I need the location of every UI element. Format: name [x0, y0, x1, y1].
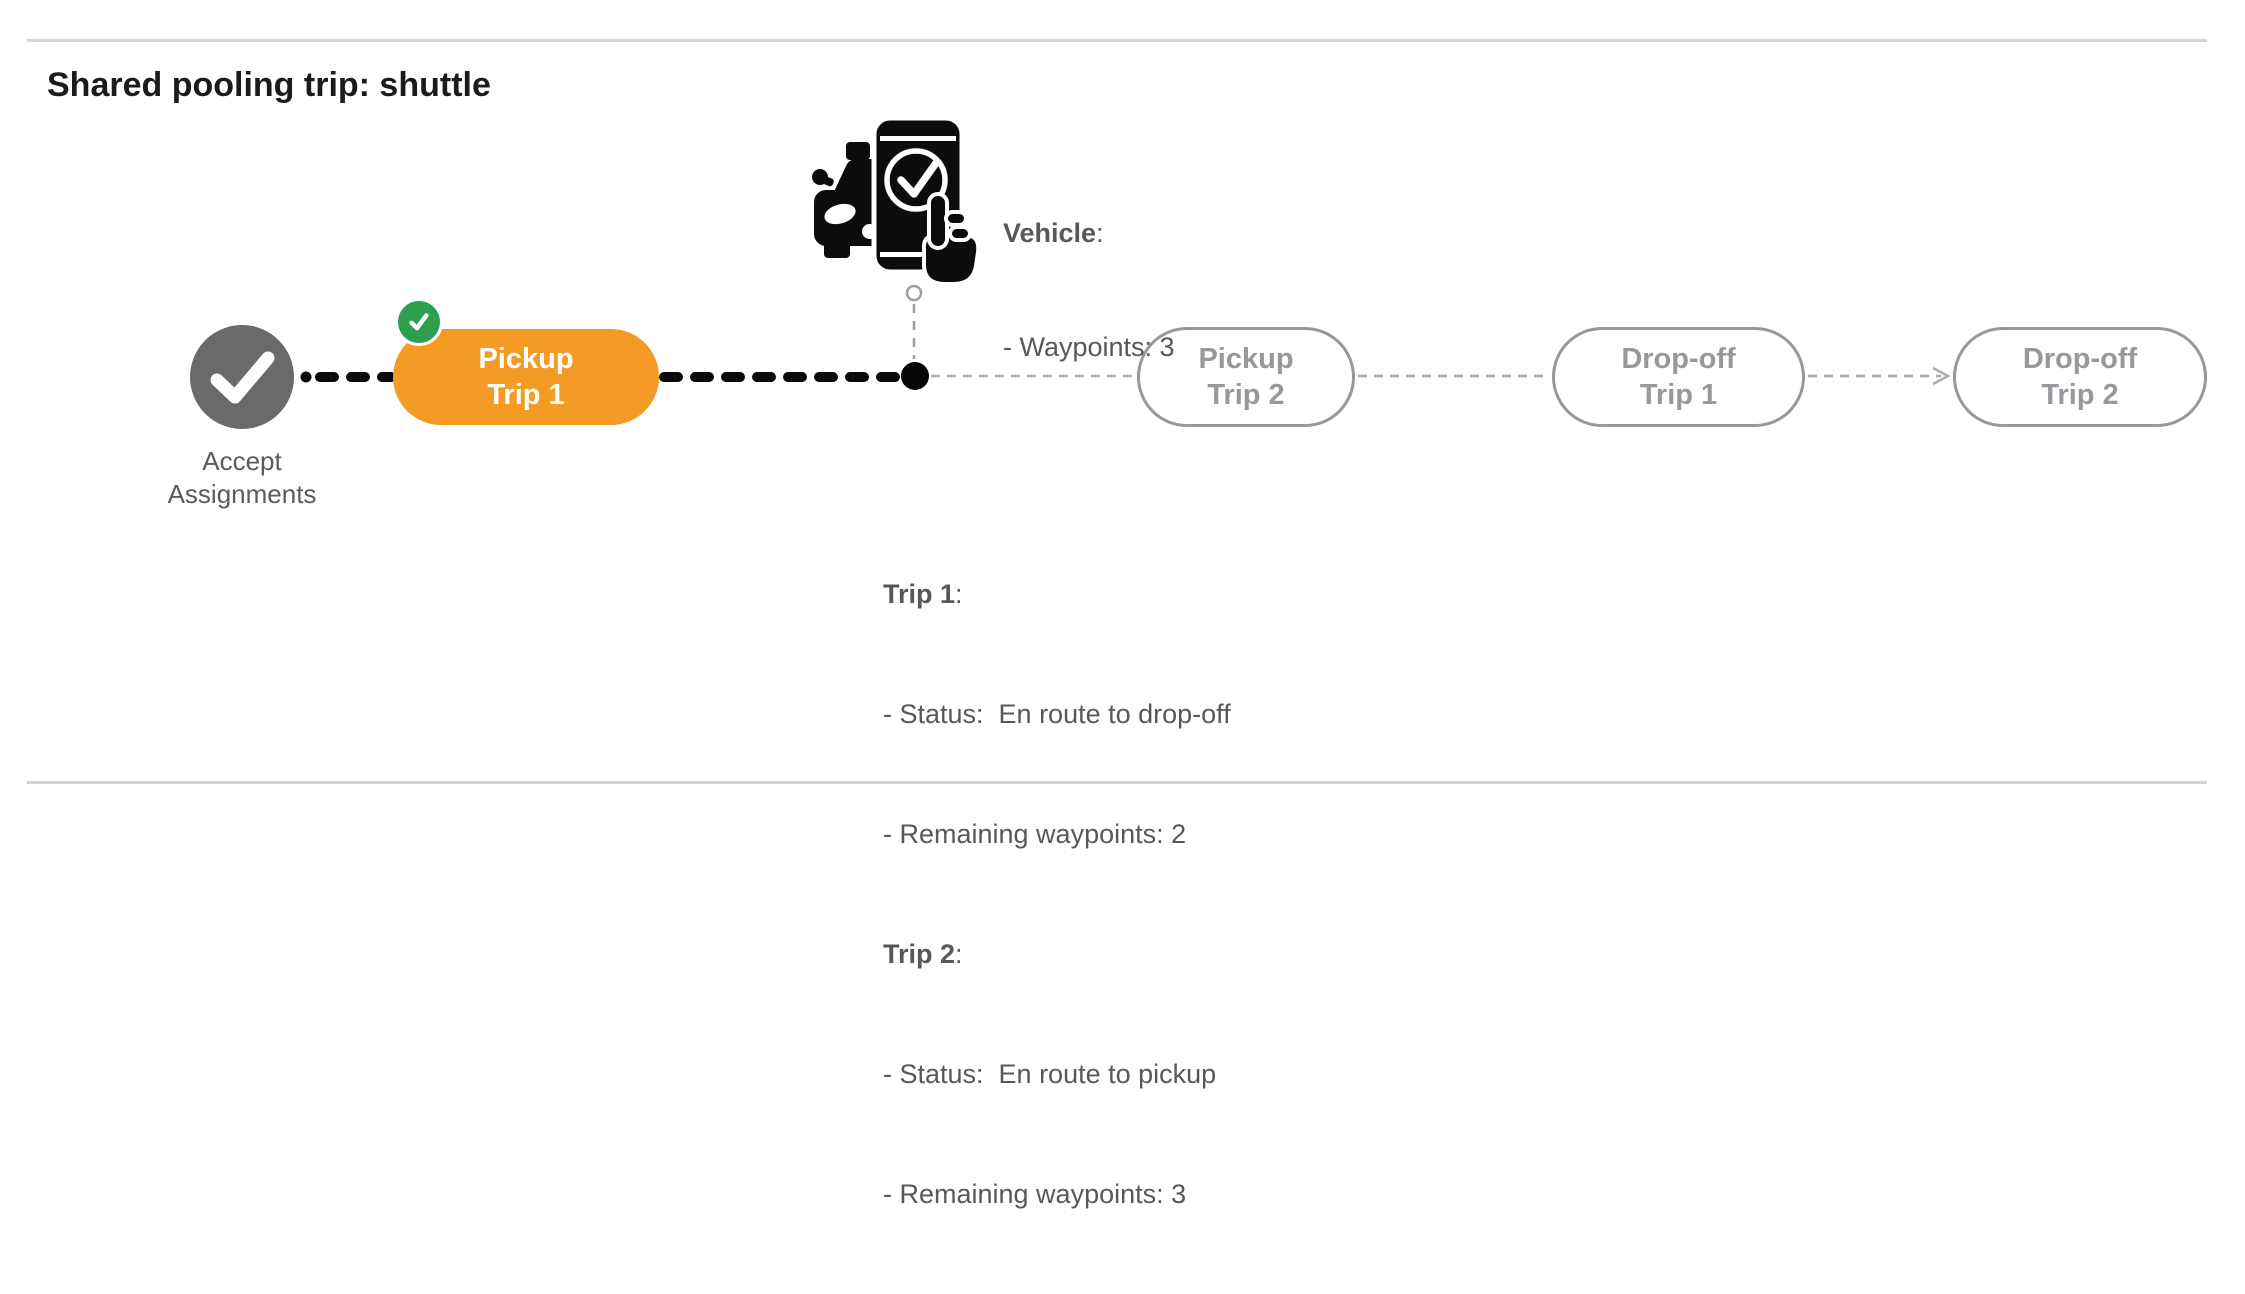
accept-assignments-label: Accept Assignments — [167, 446, 317, 509]
trip1-status-line: - Status: En route to drop-off — [883, 699, 1231, 729]
completed-badge — [395, 298, 443, 346]
top-divider — [27, 39, 2207, 42]
trip1-waypoints-line: - Remaining waypoints: 2 — [883, 819, 1187, 849]
timeline-connectors — [300, 284, 1951, 390]
accept-assignments-node — [190, 325, 294, 429]
vehicle-info-heading: Vehicle: — [1003, 218, 1104, 248]
shared-pooling-trip-diagram: Shared pooling trip: shuttle Accept Assi… — [27, 39, 2207, 1209]
page-title: Shared pooling trip: shuttle — [47, 66, 491, 104]
route-start-dot — [300, 371, 312, 383]
trip-status-panel: Trip 1: - Status: En route to drop-off -… — [883, 494, 1231, 1294]
trip2-heading: Trip 2: — [883, 939, 963, 969]
node-pickup-trip-2: Pickup Trip 2 — [1137, 327, 1355, 427]
bottom-divider — [27, 781, 2207, 784]
trip2-status-line: - Status: En route to pickup — [883, 1059, 1217, 1089]
node-dropoff-trip-2: Drop-off Trip 2 — [1953, 327, 2207, 427]
vehicle-phone-check-icon — [812, 115, 981, 286]
vehicle-waypoints-line: - Waypoints: 3 — [1003, 332, 1175, 362]
completed-check-icon — [409, 313, 429, 331]
trip1-heading: Trip 1: — [883, 579, 963, 609]
accept-check-icon — [210, 351, 275, 404]
vehicle-info-panel: Vehicle: - Waypoints: 3 — [1003, 138, 1175, 442]
hand-glyph — [922, 192, 981, 286]
flow-arrow-icon — [1932, 366, 1951, 386]
trip2-waypoints-line: - Remaining waypoints: 3 — [883, 1179, 1187, 1209]
node-dropoff-trip-1: Drop-off Trip 1 — [1552, 327, 1805, 427]
vehicle-anchor-circle — [905, 284, 923, 302]
current-location-dot — [901, 362, 929, 390]
node-pickup-trip-1: Pickup Trip 1 — [393, 329, 659, 425]
